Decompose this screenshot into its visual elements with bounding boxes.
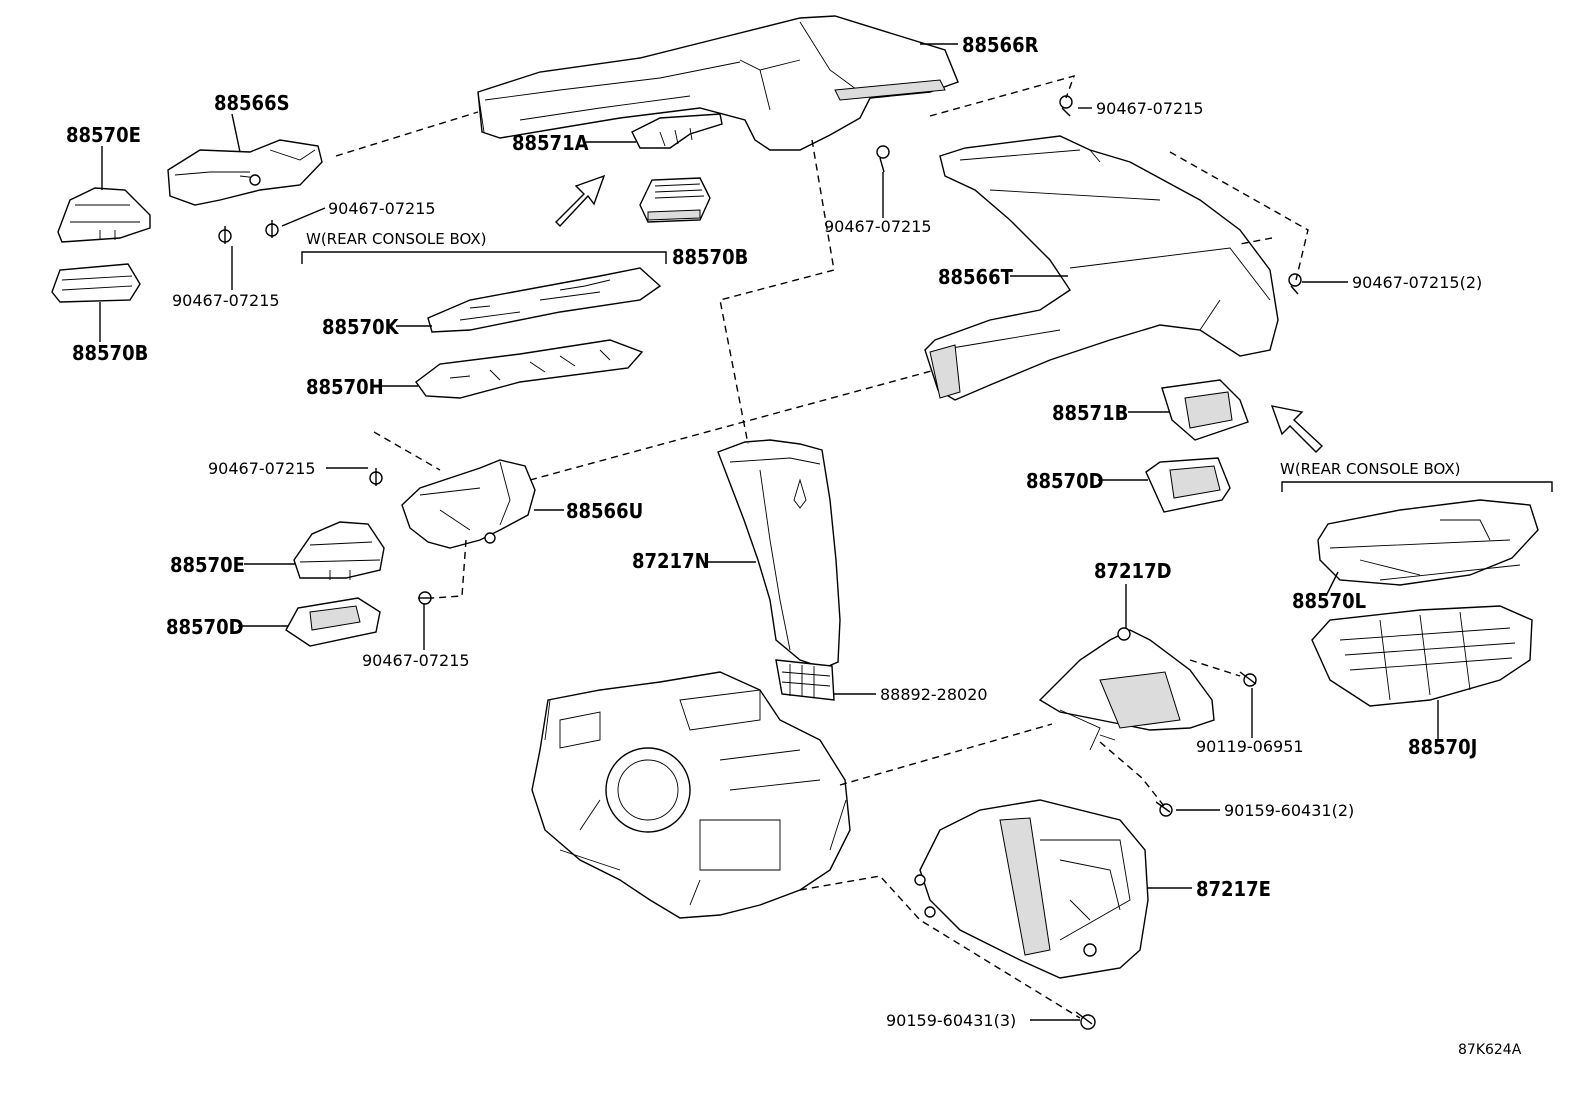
diagram-reference-code: 87K624A: [1458, 1042, 1522, 1058]
labels: 88566R 88566S 88570E 88570B 88571A 88570…: [66, 33, 1522, 1058]
label-bolt-9: 90119-06951: [1196, 737, 1304, 756]
label-88892-28020: 88892-28020: [880, 685, 988, 704]
label-88570B-left: 88570B: [72, 341, 148, 365]
duct-88566U: [401, 459, 536, 549]
console-88570L: [1317, 499, 1539, 586]
label-87217N: 87217N: [632, 549, 710, 573]
panel-88570K: [427, 267, 662, 333]
register-88570E-top: [57, 187, 151, 243]
note-rear-console-box-right: W(REAR CONSOLE BOX): [1280, 460, 1460, 478]
label-88566R: 88566R: [962, 33, 1039, 57]
label-bolt-5: 90467-07215: [208, 459, 316, 478]
bolts: [218, 95, 1302, 1030]
label-88570E-lower: 88570E: [170, 553, 245, 577]
label-88566U: 88566U: [566, 499, 643, 523]
label-88570J: 88570J: [1408, 735, 1477, 759]
register-88570E-lower: [293, 521, 385, 580]
duct-88566S: [167, 139, 323, 206]
assembly-lines: [335, 74, 1309, 1019]
panel-88570H: [415, 339, 644, 399]
label-88570D-right: 88570D: [1026, 469, 1104, 493]
label-88571B: 88571B: [1052, 401, 1128, 425]
grille-88570D-right: [1145, 457, 1231, 513]
duct-88566R: [477, 15, 959, 151]
label-88570K: 88570K: [322, 315, 400, 339]
leader-lines: [99, 43, 1439, 1021]
label-87217D: 87217D: [1094, 559, 1172, 583]
label-bolt-4: 90467-07215: [172, 291, 280, 310]
console-box-brackets: [301, 251, 1553, 492]
label-bolt-1: 90467-07215: [1096, 99, 1204, 118]
duct-87217N: [717, 439, 841, 669]
label-88571A: 88571A: [512, 131, 589, 155]
case-87217E: [914, 799, 1149, 979]
label-88570H: 88570H: [306, 375, 384, 399]
label-bolt-3: 90467-07215: [328, 199, 436, 218]
grille-88570D-left: [285, 597, 381, 647]
label-88570E-top: 88570E: [66, 123, 141, 147]
label-88566S: 88566S: [214, 91, 290, 115]
panel-88570J: [1311, 605, 1533, 707]
assembly-arrows: [555, 174, 1324, 453]
note-rear-console-box-left: W(REAR CONSOLE BOX): [306, 230, 486, 248]
vent-88571B: [1161, 379, 1249, 441]
grille-88570B-left: [51, 263, 141, 303]
label-bolt-10: 90159-60431(2): [1224, 801, 1354, 820]
label-bolt-6: 90467-07215(2): [1352, 273, 1482, 292]
label-bolt-7: 90467-07215: [362, 651, 470, 670]
hvac-unit: [531, 671, 851, 919]
grille-88570B-center: [639, 177, 711, 223]
duct-87217D: [1038, 627, 1215, 751]
label-87217E: 87217E: [1196, 877, 1271, 901]
label-88566T: 88566T: [938, 265, 1014, 289]
label-88570L: 88570L: [1292, 589, 1366, 613]
label-bolt-11: 90159-60431(3): [886, 1011, 1016, 1030]
filter-88892: [775, 659, 835, 701]
label-88570D-left: 88570D: [166, 615, 244, 639]
label-88570B-center: 88570B: [672, 245, 748, 269]
duct-88566T: [924, 135, 1279, 401]
label-bolt-2: 90467-07215: [824, 217, 932, 236]
vent-88571A: [631, 113, 723, 149]
